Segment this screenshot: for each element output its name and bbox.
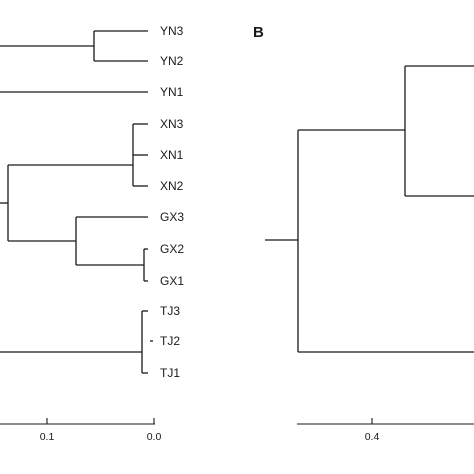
leaf-label-gx1: GX1: [160, 274, 184, 288]
leaf-label-gx2: GX2: [160, 242, 184, 256]
scale-axis-a-tick-label-1: 0.0: [147, 431, 162, 443]
dendrogram-a: YN3 YN2 YN1 XN3 XN1 XN2 GX3 GX2 GX1 TJ3 …: [0, 24, 184, 443]
leaf-label-yn3: YN3: [160, 24, 184, 38]
leaf-label-xn3: XN3: [160, 117, 184, 131]
leaf-label-tj1: TJ1: [160, 366, 180, 380]
scale-axis-b: 0.4: [297, 418, 474, 443]
leaf-label-tj2: TJ2: [160, 334, 180, 348]
leaf-label-gx3: GX3: [160, 210, 184, 224]
scale-axis-a-tick-label-0: 0.1: [40, 431, 55, 443]
scale-axis-a: 0.1 0.0: [0, 418, 161, 443]
leaf-label-yn2: YN2: [160, 54, 184, 68]
scale-axis-b-tick-label-0: 0.4: [365, 431, 380, 443]
leaf-label-xn1: XN1: [160, 148, 184, 162]
panel-label-b: B: [253, 24, 264, 41]
dendrogram-b: B 0.4: [253, 24, 474, 443]
leaf-label-yn1: YN1: [160, 85, 184, 99]
leaf-label-tj3: TJ3: [160, 304, 180, 318]
leaf-label-xn2: XN2: [160, 179, 184, 193]
